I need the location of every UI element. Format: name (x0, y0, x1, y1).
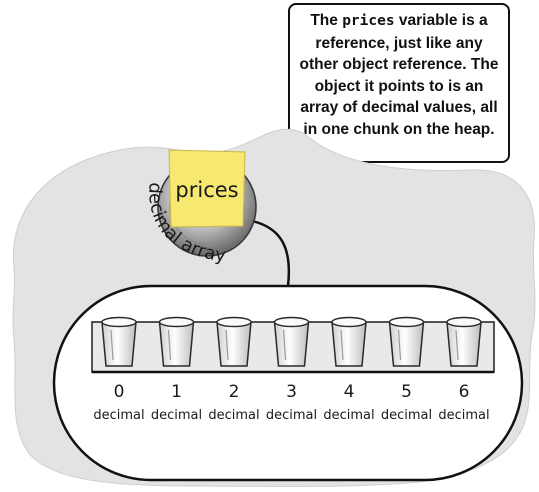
array-index-label: 6 (459, 382, 470, 402)
array-element-cup-5 (388, 316, 425, 367)
array-element-type-label: decimal (438, 408, 489, 423)
array-index-label: 3 (286, 382, 297, 402)
array-element-type-label: decimal (381, 408, 432, 423)
callout-text-start: The (310, 12, 343, 29)
prices-label: prices (175, 178, 238, 202)
array-element-type-label: decimal (323, 408, 374, 423)
array-element-type-label: decimal (266, 408, 317, 423)
array-element-type-label: decimal (93, 408, 144, 423)
array-element-cup-0 (101, 316, 137, 367)
array-index-label: 1 (171, 382, 182, 402)
array-element-type-label: decimal (151, 408, 202, 423)
reference-arrow-line (246, 218, 291, 287)
array-index-label: 4 (344, 382, 355, 402)
array-index-label: 2 (229, 382, 240, 402)
array-element-cup-1 (158, 316, 195, 367)
array-element-cup-4 (331, 316, 367, 367)
array-element-cup-2 (216, 316, 252, 367)
array-element-cup-6 (446, 316, 482, 367)
prices-sticky-note: prices (168, 149, 246, 228)
array-element-cup-3 (273, 316, 310, 367)
array-element-type-label: decimal (208, 408, 259, 423)
explanation-callout: The prices variable is a reference, just… (288, 3, 510, 163)
array-index-label: 0 (114, 382, 125, 402)
callout-code-prices: prices (342, 13, 395, 29)
array-index-label: 5 (401, 382, 412, 402)
callout-text-end: variable is a reference, just like any o… (299, 12, 499, 138)
